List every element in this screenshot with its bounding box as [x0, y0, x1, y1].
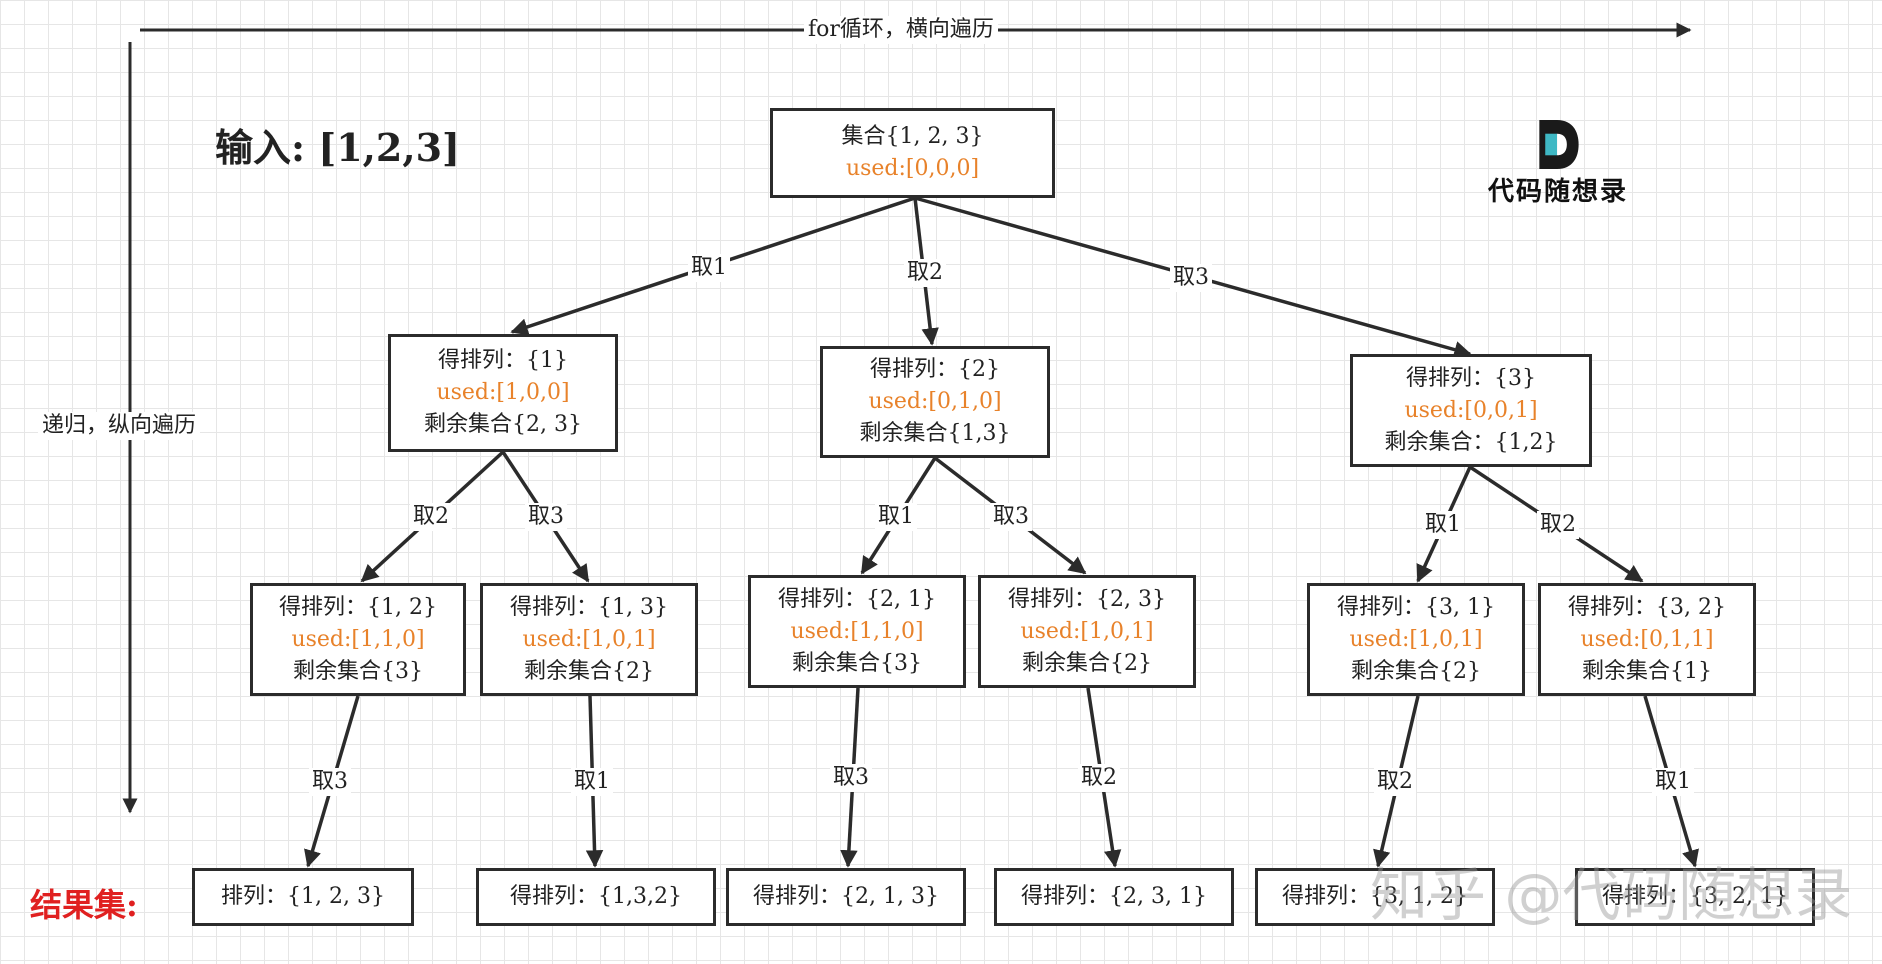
node-used-text: used:[0,1,1] [1580, 626, 1714, 652]
result-node-5: 得排列：{3, 1, 2} [1255, 868, 1495, 926]
edge-label: 取1 [875, 503, 917, 531]
result-set-label: 结果集: [30, 886, 138, 924]
edge-label: 取3 [309, 768, 351, 796]
level2-node-6: 得排列：{3, 2} used:[0,1,1] 剩余集合{1} [1538, 583, 1756, 696]
node-remaining-text: 剩余集合{2} [1022, 650, 1152, 676]
level2-node-1: 得排列：{1, 2} used:[1,1,0] 剩余集合{3} [250, 583, 466, 696]
node-set-text: 集合{1, 2, 3} [841, 124, 984, 149]
node-remaining-text: 剩余集合{2} [1351, 658, 1481, 684]
logo-text: 代码随想录 [1487, 177, 1628, 207]
node-permutation-text: 得排列：{2, 3} [1008, 586, 1166, 612]
edge-label: 取3 [525, 503, 567, 531]
edge-label: 取2 [410, 503, 452, 531]
root-node: 集合{1, 2, 3} used:[0,0,0] [770, 108, 1055, 198]
node-permutation-text: 得排列：{3, 1} [1337, 594, 1495, 620]
level2-node-2: 得排列：{1, 3} used:[1,0,1] 剩余集合{2} [480, 583, 698, 696]
node-used-text: used:[1,0,0] [436, 380, 570, 405]
level1-node-2: 得排列：{2} used:[0,1,0] 剩余集合{1,3} [820, 346, 1050, 458]
node-remaining-text: 剩余集合{1,3} [859, 421, 1011, 446]
edge-label: 取2 [904, 259, 946, 287]
node-used-text: used:[1,0,1] [1020, 618, 1154, 644]
node-used-text: used:[0,1,0] [868, 389, 1002, 414]
node-permutation-text: 得排列：{1} [438, 348, 568, 373]
result-node-2: 得排列：{1,3,2} [476, 868, 716, 926]
edge-label: 取2 [1078, 764, 1120, 792]
node-used-text: used:[1,0,1] [522, 626, 656, 652]
node-remaining-text: 剩余集合{3} [792, 650, 922, 676]
result-node-6: 得排列：{3, 2, 1} [1575, 868, 1815, 926]
node-used-text: used:[1,0,1] [1349, 626, 1483, 652]
level2-node-5: 得排列：{3, 1} used:[1,0,1] 剩余集合{2} [1307, 583, 1525, 696]
node-remaining-text: 剩余集合{3} [293, 658, 423, 684]
node-permutation-text: 得排列：{3} [1406, 365, 1536, 391]
node-permutation-text: 得排列：{1, 3} [510, 594, 668, 620]
node-permutation-text: 得排列：{1, 2} [279, 594, 437, 620]
input-label: 输入: [1,2,3] [215, 125, 460, 170]
edge-label: 取3 [1170, 264, 1212, 292]
node-remaining-text: 剩余集合{2} [524, 658, 654, 684]
edge-label: 取2 [1537, 511, 1579, 539]
level2-node-4: 得排列：{2, 3} used:[1,0,1] 剩余集合{2} [978, 575, 1196, 688]
node-remaining-text: 剩余集合：{1,2} [1384, 429, 1558, 455]
node-used-text: used:[1,1,0] [790, 618, 924, 644]
brand-logo: 代码随想录 [1478, 118, 1638, 208]
horizontal-axis-label: for循环，横向遍历 [804, 16, 998, 44]
node-used-text: used:[1,1,0] [291, 626, 425, 652]
node-permutation-text: 得排列：{2} [870, 357, 1000, 382]
logo-d-icon [1539, 119, 1579, 170]
edge-label: 取1 [1652, 768, 1694, 796]
result-node-1: 排列：{1, 2, 3} [192, 868, 414, 926]
node-remaining-text: 剩余集合{2, 3} [424, 412, 582, 437]
edge-label: 取3 [830, 764, 872, 792]
level2-node-3: 得排列：{2, 1} used:[1,1,0] 剩余集合{3} [748, 575, 966, 688]
level1-node-3: 得排列：{3} used:[0,0,1] 剩余集合：{1,2} [1350, 354, 1592, 467]
result-node-4: 得排列：{2, 3, 1} [994, 868, 1234, 926]
vertical-axis-label: 递归，纵向遍历 [38, 412, 201, 440]
node-used-text: used:[0,0,1] [1404, 397, 1538, 423]
edge-label: 取1 [688, 254, 730, 282]
node-permutation-text: 得排列：{2, 1} [778, 586, 936, 612]
edge-label: 取2 [1374, 768, 1416, 796]
result-node-3: 得排列：{2, 1, 3} [726, 868, 966, 926]
level1-node-1: 得排列：{1} used:[1,0,0] 剩余集合{2, 3} [388, 334, 618, 452]
edge-label: 取3 [990, 503, 1032, 531]
node-permutation-text: 得排列：{3, 2} [1568, 594, 1726, 620]
edge-label: 取1 [571, 768, 613, 796]
node-remaining-text: 剩余集合{1} [1582, 658, 1712, 684]
node-used-text: used:[0,0,0] [845, 156, 980, 181]
edge-label: 取1 [1422, 511, 1464, 539]
